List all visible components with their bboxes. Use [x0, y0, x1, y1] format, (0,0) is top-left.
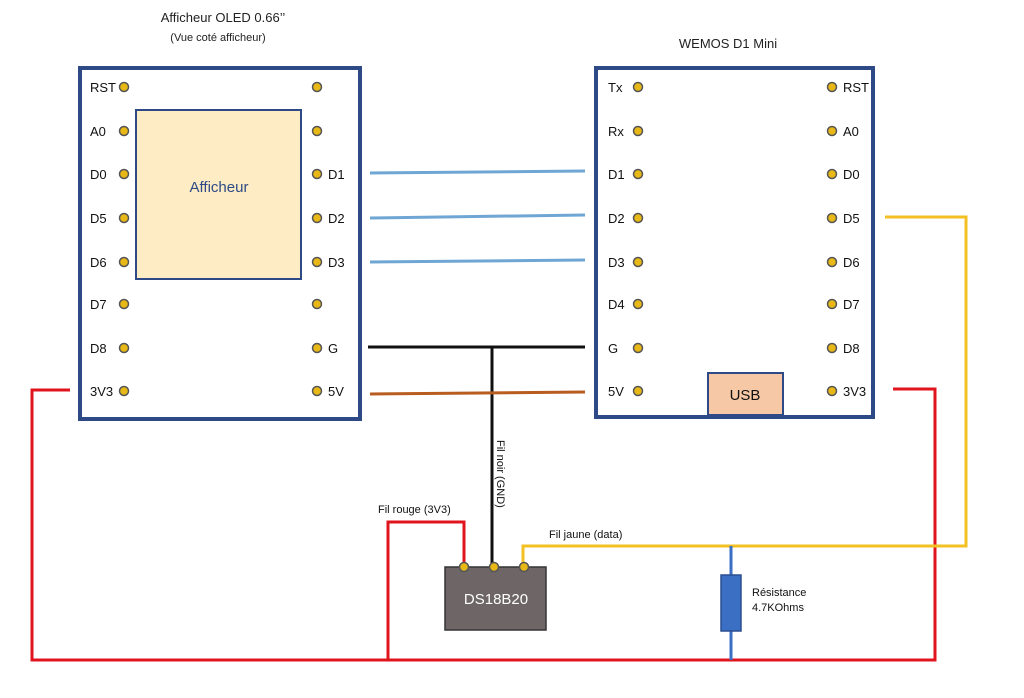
oled-left-pin-d8 — [118, 342, 130, 354]
wemos-right-pin-label-d8: D8 — [843, 341, 860, 356]
oled-right-pin-nc-1 — [311, 125, 323, 137]
oled-right-pin-label-d3: D3 — [328, 255, 345, 270]
oled-right-pin-d1 — [311, 168, 323, 180]
oled-left-pin-d5 — [118, 212, 130, 224]
sensor-pin-vcc — [458, 561, 470, 573]
oled-left-pin-a0 — [118, 125, 130, 137]
oled-left-pin-label-d0: D0 — [90, 167, 107, 182]
wire-5v — [369, 390, 586, 396]
oled-left-pin-rst — [118, 81, 130, 93]
wemos-right-pin-3v3 — [826, 385, 838, 397]
wemos-left-pin-5v — [632, 385, 644, 397]
oled-subtitle: (Vue coté afficheur) — [170, 32, 265, 44]
wemos-right-pin-d6 — [826, 256, 838, 268]
wemos-right-pin-label-a0: A0 — [843, 124, 859, 139]
oled-left-pin-d6 — [118, 256, 130, 268]
yellow-wire-label: Fil jaune (data) — [549, 529, 622, 541]
oled-right-pin-label-d1: D1 — [328, 167, 345, 182]
wemos-right-pin-label-rst: RST — [843, 80, 869, 95]
usb-label: USB — [730, 387, 761, 404]
wire-signal — [521, 215, 968, 565]
oled-screen — [135, 109, 302, 280]
wemos-right-pin-label-3v3: 3V3 — [843, 384, 866, 399]
wemos-right-pin-rst — [826, 81, 838, 93]
wemos-left-pin-label-d3: D3 — [608, 255, 625, 270]
oled-left-pin-label-3v3: 3V3 — [90, 384, 113, 399]
oled-right-pin-g — [311, 342, 323, 354]
oled-right-pin-label-g: G — [328, 341, 338, 356]
wemos-left-pin-d3 — [632, 256, 644, 268]
wires — [30, 169, 968, 662]
wemos-left-pin-label-rx: Rx — [608, 124, 624, 139]
wemos-left-pin-d4 — [632, 298, 644, 310]
oled-left-pin-label-a0: A0 — [90, 124, 106, 139]
oled-left-pin-d7 — [118, 298, 130, 310]
wire-d3 — [369, 258, 586, 264]
wemos-right-pin-label-d0: D0 — [843, 167, 860, 182]
wemos-left-pin-label-d1: D1 — [608, 167, 625, 182]
wire-d2 — [369, 213, 586, 220]
wemos-left-pin-label-tx: Tx — [608, 80, 623, 95]
sensor-pin-data — [518, 561, 530, 573]
red-wire-label: Fil rouge (3V3) — [378, 504, 451, 516]
oled-left-pin-label-d5: D5 — [90, 211, 107, 226]
wemos-right-pin-label-d6: D6 — [843, 255, 860, 270]
oled-left-pin-3v3 — [118, 385, 130, 397]
oled-board: Afficheur OLED 0.66’’ (Vue coté afficheu… — [78, 10, 362, 421]
oled-right-pin-nc-5 — [311, 298, 323, 310]
oled-left-pin-d0 — [118, 168, 130, 180]
oled-left-pin-label-d6: D6 — [90, 255, 107, 270]
wemos-left-pin-label-d2: D2 — [608, 211, 625, 226]
wemos-left-pin-d1 — [632, 168, 644, 180]
resistor-label-line2: 4.7KOhms — [752, 602, 804, 614]
wemos-left-pin-g — [632, 342, 644, 354]
wemos-right-pin-label-d7: D7 — [843, 297, 860, 312]
oled-left-pin-label-rst: RST — [90, 80, 116, 95]
wemos-left-pin-label-g: G — [608, 341, 618, 356]
sensor-body — [444, 566, 547, 631]
wemos-left-pin-rx — [632, 125, 644, 137]
oled-screen-label: Afficheur — [190, 179, 249, 196]
wemos-right-pin-d8 — [826, 342, 838, 354]
sensor-label: DS18B20 — [464, 591, 528, 608]
wire-3v3-loop — [30, 387, 937, 662]
usb-connector — [707, 372, 784, 416]
resistor: Résistance 4.7KOhms — [720, 574, 806, 632]
oled-right-pin-label-5v: 5V — [328, 384, 344, 399]
wemos-right-pin-d0 — [826, 168, 838, 180]
wemos-right-pin-d7 — [826, 298, 838, 310]
wemos-right-pin-label-d5: D5 — [843, 211, 860, 226]
wire-d1 — [369, 169, 586, 175]
oled-left-pin-label-d7: D7 — [90, 297, 107, 312]
resistor-label-line1: Résistance — [752, 587, 806, 599]
black-wire-label: Fil noir (GND) — [494, 440, 506, 508]
wemos-left-pin-label-d4: D4 — [608, 297, 625, 312]
wemos-left-pin-label-5v: 5V — [608, 384, 624, 399]
oled-right-pin-label-d2: D2 — [328, 211, 345, 226]
oled-left-pin-label-d8: D8 — [90, 341, 107, 356]
wemos-left-pin-tx — [632, 81, 644, 93]
oled-right-pin-5v — [311, 385, 323, 397]
wemos-outline — [594, 66, 875, 419]
wemos-right-pin-d5 — [826, 212, 838, 224]
oled-right-pin-d2 — [311, 212, 323, 224]
wemos-right-pin-a0 — [826, 125, 838, 137]
wemos-left-pin-d2 — [632, 212, 644, 224]
sensor-pin-gnd — [488, 561, 500, 573]
oled-title: Afficheur OLED 0.66’’ — [161, 10, 286, 25]
wire-3v3-sensor — [386, 520, 466, 660]
wemos-title: WEMOS D1 Mini — [679, 36, 777, 51]
resistor-body — [720, 574, 742, 632]
ds18b20-sensor: DS18B20 — [444, 561, 547, 631]
oled-right-pin-nc-0 — [311, 81, 323, 93]
oled-right-pin-d3 — [311, 256, 323, 268]
